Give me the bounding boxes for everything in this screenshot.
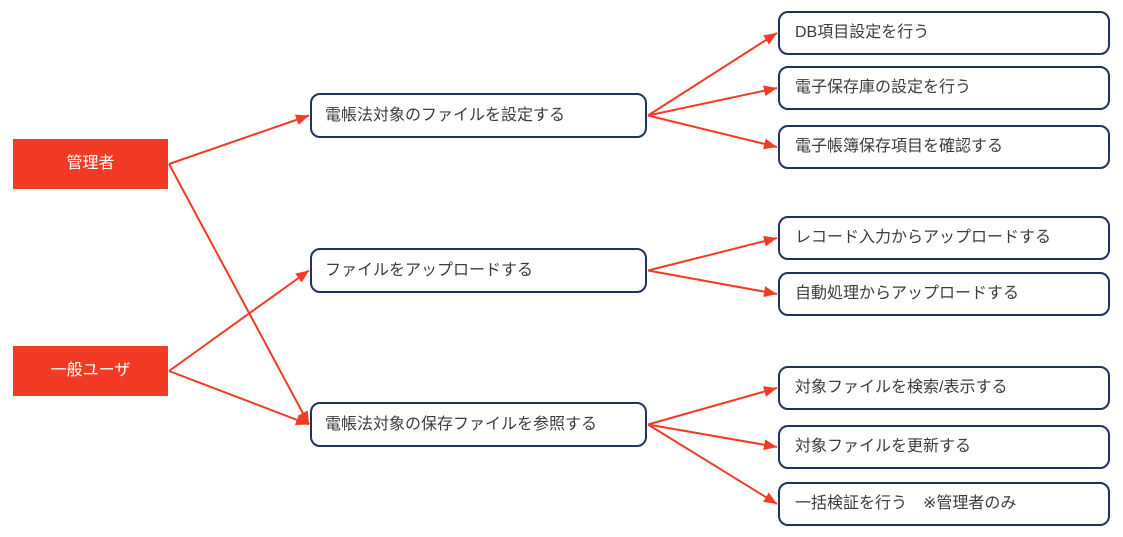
- subtask-batch-verify-box: 一括検証を行う ※管理者のみ: [778, 482, 1110, 526]
- arrow: [168, 114, 310, 165]
- arrow: [168, 163, 310, 425]
- subtask-confirm-items-box: 電子帳簿保存項目を確認する: [778, 125, 1110, 169]
- arrow: [168, 269, 310, 372]
- actor-user-box: 一般ユーザ: [13, 346, 168, 396]
- subtask-db-item-settings-box: DB項目設定を行う: [778, 11, 1110, 55]
- arrow: [647, 423, 778, 505]
- subtask-storage-settings-box: 電子保存庫の設定を行う: [778, 66, 1110, 110]
- subtask-upload-auto-box: 自動処理からアップロードする: [778, 272, 1110, 316]
- arrow: [647, 235, 778, 272]
- subtask-update-file-box: 対象ファイルを更新する: [778, 425, 1110, 469]
- subtask-search-display-box: 対象ファイルを検索/表示する: [778, 366, 1110, 410]
- arrow: [647, 386, 778, 426]
- arrow: [168, 370, 310, 426]
- arrow: [647, 32, 778, 117]
- arrow: [647, 85, 778, 117]
- arrow: [647, 114, 778, 150]
- task-upload-files-box: ファイルをアップロードする: [310, 248, 647, 293]
- task-configure-files-box: 電帳法対象のファイルを設定する: [310, 93, 647, 138]
- task-view-saved-files-box: 電帳法対象の保存ファイルを参照する: [310, 402, 647, 447]
- arrow: [647, 423, 778, 451]
- arrow: [647, 269, 778, 298]
- subtask-upload-record-box: レコード入力からアップロードする: [778, 216, 1110, 260]
- actor-admin-box: 管理者: [13, 139, 168, 189]
